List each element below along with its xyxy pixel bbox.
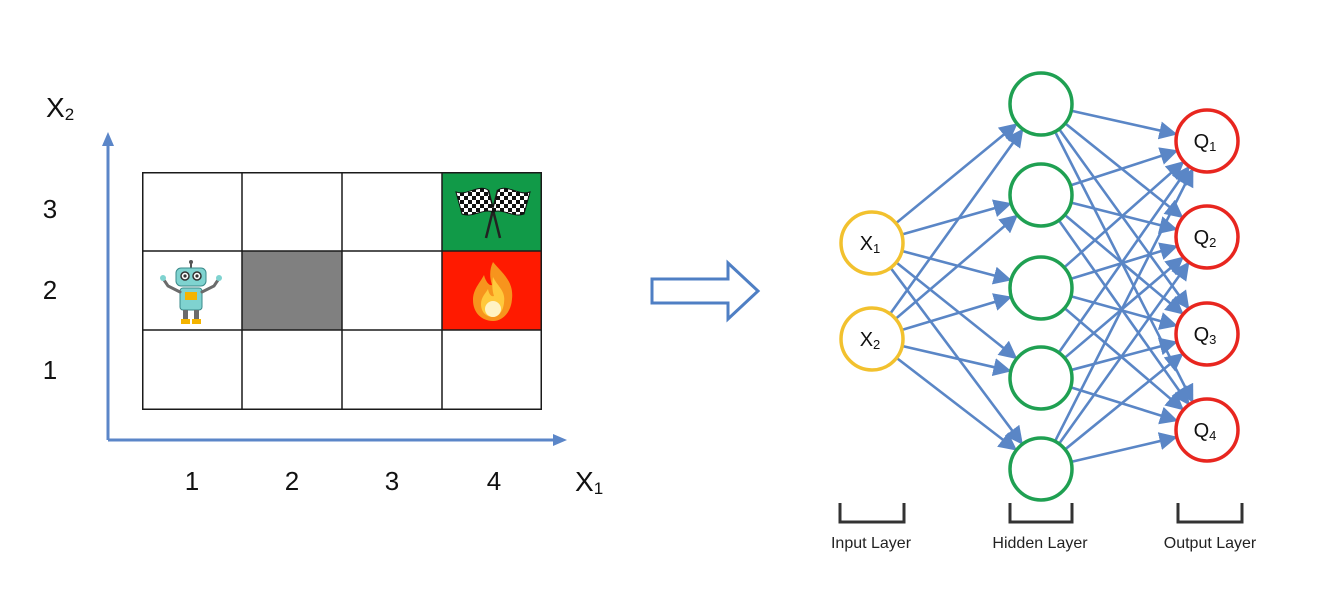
input-node-1: X1 — [839, 210, 905, 276]
fire-icon — [473, 262, 513, 321]
output-node-2: Q2 — [1174, 204, 1240, 270]
connection-arrow — [1057, 165, 1190, 354]
connection-arrow — [1063, 307, 1185, 411]
connection-arrow — [895, 123, 1018, 225]
connection-arrow — [1063, 161, 1185, 269]
connection-arrow — [894, 214, 1019, 320]
x-tick-label: 3 — [384, 466, 400, 496]
connection-arrow — [1070, 109, 1178, 140]
output-node-1-label: Q1 — [1194, 131, 1217, 154]
transform-arrow-icon — [650, 259, 761, 323]
input-layer-bracket — [838, 503, 906, 524]
x-tick-label: 4 — [486, 466, 502, 496]
robot-icon — [160, 260, 222, 324]
output-layer-label: Output Layer — [1163, 535, 1257, 552]
checkered-flags-icon — [455, 187, 531, 239]
input-node-2: X2 — [839, 306, 905, 372]
connection-arrow — [889, 128, 1024, 315]
output-node-1: Q1 — [1174, 108, 1240, 174]
connection-arrow — [901, 293, 1013, 332]
hidden-node-5 — [1008, 436, 1074, 502]
connection-arrow — [1058, 128, 1190, 310]
grid-board — [142, 172, 542, 410]
x-axis-label: X1 — [575, 466, 604, 498]
output-node-4: Q4 — [1174, 397, 1240, 463]
connection-arrow — [901, 199, 1012, 236]
connection-arrow — [901, 344, 1012, 376]
x-tick-label: 2 — [284, 466, 300, 496]
connection-arrow — [1064, 353, 1184, 451]
wall-cell — [242, 251, 342, 330]
input-node-2-label: X2 — [860, 329, 881, 352]
connection-arrow — [1070, 337, 1178, 372]
connection-arrow — [1070, 386, 1179, 425]
hidden-node-4 — [1008, 345, 1074, 411]
y-tick-label: 2 — [42, 275, 58, 305]
input-node-1-label: X1 — [860, 233, 881, 256]
y-axis-arrowhead — [102, 132, 114, 146]
hidden-node-2 — [1008, 162, 1074, 228]
network-edges — [889, 109, 1194, 464]
output-node-3-label: Q3 — [1194, 324, 1217, 347]
output-node-4-label: Q4 — [1194, 420, 1217, 443]
grid-axes — [102, 132, 567, 446]
output-node-2-label: Q2 — [1194, 227, 1217, 250]
x-axis-arrowhead — [553, 434, 567, 446]
connection-arrow — [889, 267, 1023, 445]
y-tick-label: 1 — [42, 355, 58, 385]
x-tick-label: 1 — [184, 466, 200, 496]
connection-arrow — [901, 249, 1012, 285]
connection-arrow — [1070, 295, 1178, 330]
input-layer-label: Input Layer — [830, 535, 912, 552]
y-axis-label: X2 — [46, 92, 75, 124]
y-tick-label: 3 — [42, 194, 58, 224]
connection-arrow — [1057, 261, 1190, 445]
hidden-node-1 — [1008, 71, 1074, 137]
connection-arrow — [895, 356, 1018, 451]
connection-arrow — [1070, 242, 1179, 281]
hidden-layer-bracket — [1008, 503, 1074, 524]
connection-arrow — [1053, 167, 1194, 442]
connection-arrow — [1070, 432, 1178, 464]
connection-arrow — [1064, 122, 1184, 219]
hidden-node-3 — [1008, 255, 1074, 321]
hidden-layer-label: Hidden Layer — [992, 535, 1088, 552]
connection-arrow — [1070, 147, 1179, 187]
output-node-3: Q3 — [1174, 301, 1240, 367]
output-layer-bracket — [1176, 503, 1244, 524]
